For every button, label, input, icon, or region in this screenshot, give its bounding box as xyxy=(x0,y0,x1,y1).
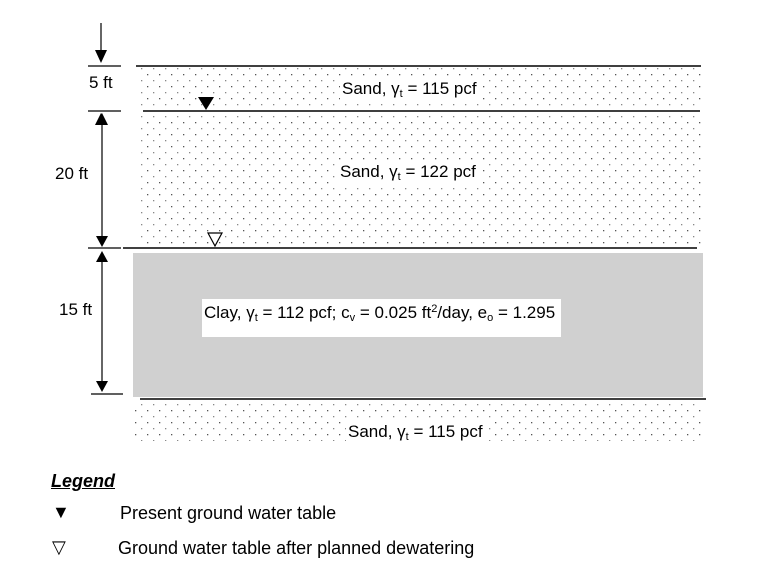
legend-item-dewatered-water-table: Ground water table after planned dewater… xyxy=(118,538,475,558)
filled-triangle-icon: ▼ xyxy=(52,502,70,522)
present-water-table-icon xyxy=(198,97,214,110)
hollow-triangle-icon: ▽ xyxy=(52,537,66,557)
dimension-arrow-15ft xyxy=(96,251,108,392)
arrow-down-icon xyxy=(95,23,107,63)
dimension-label-5ft: 5 ft xyxy=(89,73,113,93)
layer-label-sand-middle: Sand, γt = 122 pcf xyxy=(338,162,482,188)
dimension-label-20ft: 20 ft xyxy=(55,164,89,184)
layer-label-clay: Clay, γt = 112 pcf; cv = 0.025 ft2/day, … xyxy=(202,299,562,337)
layer-label-sand-top: Sand, γt = 115 pcf xyxy=(340,79,481,101)
dimension-arrow-20ft xyxy=(96,113,108,247)
dimension-label-15ft: 15 ft xyxy=(59,300,93,320)
legend-item-present-water-table: Present ground water table xyxy=(120,503,337,523)
dewatered-water-table-icon xyxy=(206,232,224,248)
legend-title: Legend xyxy=(51,471,116,491)
layer-label-sand-bottom: Sand, γt = 115 pcf xyxy=(346,422,489,444)
